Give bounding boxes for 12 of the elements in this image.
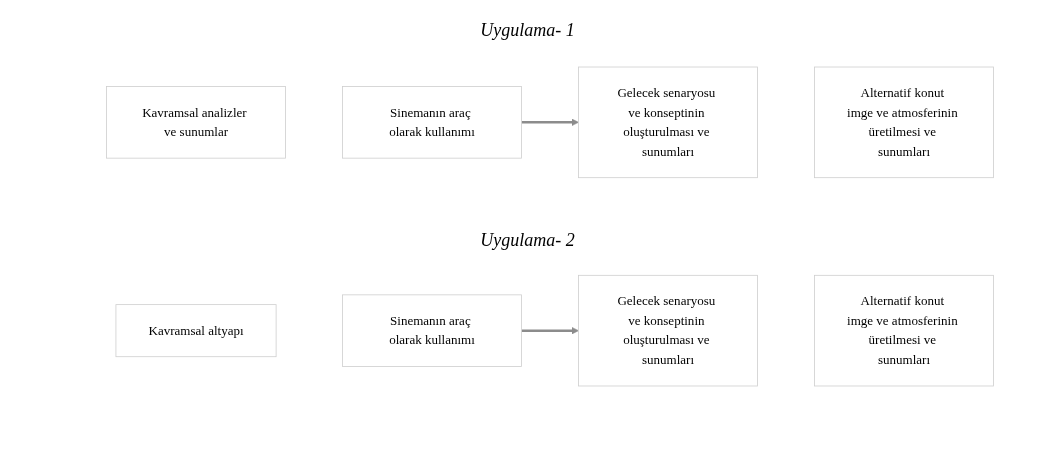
node-box: Kavramsal altyapı [115, 304, 277, 358]
node-box: Gelecek senaryosu ve konseptinin oluşturulması ve sunumları [578, 274, 758, 387]
node-box: Alternatif konut imge ve atmosferinin üretilmesi ve sunumları [814, 274, 994, 387]
section-heading: Uygulama- 2 [479, 230, 576, 251]
node-box: Sinemanın araç olarak kullanımı [342, 294, 522, 367]
node-box: Gelecek senaryosu ve konseptinin oluşturulması ve sunumları [578, 66, 758, 179]
node-box: Kavramsal analizler ve sunumlar [106, 86, 286, 159]
node-box: Sinemanın araç olarak kullanımı [342, 86, 522, 159]
section-heading: Uygulama- 1 [479, 20, 576, 41]
arrow [521, 327, 579, 335]
node-box: Alternatif konut imge ve atmosferinin üretilmesi ve sunumları [814, 66, 994, 179]
arrow [521, 118, 579, 126]
